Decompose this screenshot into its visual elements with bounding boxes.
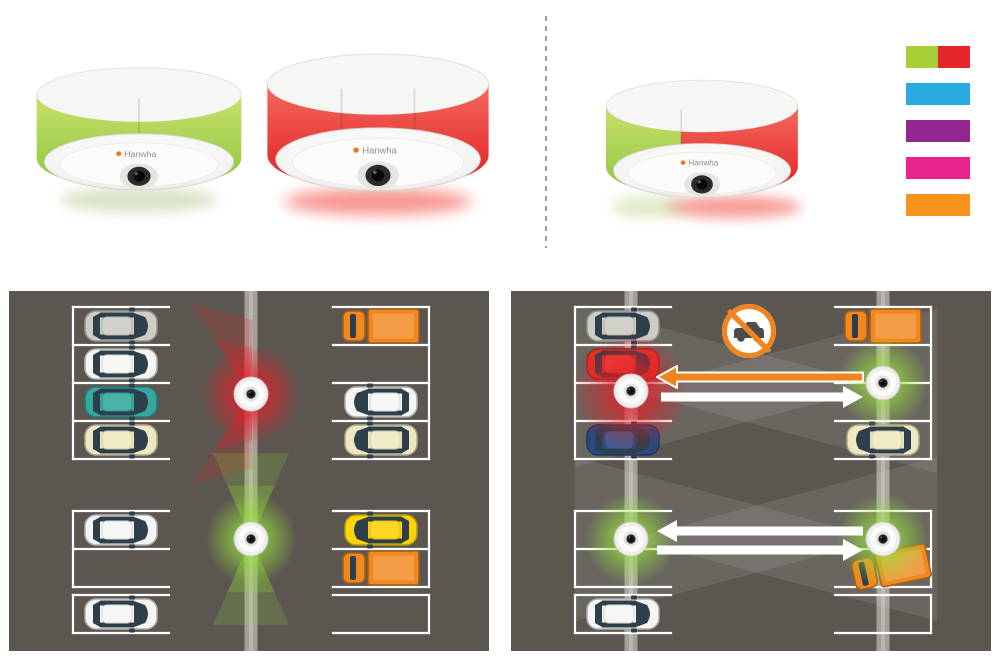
legend-swatch-pink (906, 157, 970, 179)
parking-diagram-left (9, 291, 489, 651)
parking-guidance-camera (233, 521, 269, 557)
no-entry-sign (722, 304, 776, 358)
camera-brand-logo: Hanwha (125, 149, 157, 159)
parked-car (344, 511, 418, 549)
parking-diagram-right (511, 291, 991, 651)
parked-car (84, 383, 158, 421)
camera-split-green-red: Hanwha (598, 68, 806, 233)
camera-brand-logo: Hanwha (688, 159, 718, 168)
camera-view-beam (575, 457, 883, 621)
camera-brand-logo: Hanwha (362, 146, 397, 156)
direction-arrow (657, 539, 863, 561)
camera-occupied-red: Hanwha (258, 40, 498, 232)
legend-swatch-green-red (906, 46, 970, 68)
camera-glow (284, 188, 472, 215)
prohibition-slash-icon (727, 309, 771, 353)
legend-swatch-purple (906, 120, 970, 142)
direction-arrow (656, 365, 864, 389)
parking-guidance-camera (865, 365, 901, 401)
parked-car (84, 307, 158, 345)
parked-truck (342, 308, 420, 344)
camera-available-green: Hanwha (28, 55, 250, 227)
direction-arrow (657, 520, 863, 542)
parked-car (84, 345, 158, 383)
parked-car (84, 511, 158, 549)
parking-guidance-camera (613, 521, 649, 557)
parking-guidance-camera (865, 521, 901, 557)
camera-available-green: Hanwha (36, 67, 242, 212)
prohibition-ring-icon (722, 304, 776, 358)
parked-car (344, 383, 418, 421)
color-legend (906, 46, 970, 216)
camera-glow (59, 188, 219, 212)
camera-split-green-red: Hanwha (605, 79, 802, 219)
parked-truck (844, 308, 922, 344)
legend-swatch-orange (906, 194, 970, 216)
brand-dot-icon (353, 147, 359, 153)
parked-car (84, 421, 158, 459)
parked-truck (342, 550, 420, 586)
legend-swatch-blue (906, 83, 970, 105)
parked-car (344, 421, 418, 459)
brand-dot-icon (116, 151, 122, 157)
parking-lines (331, 305, 431, 635)
camera-top-cap (266, 53, 490, 116)
parking-guidance-camera (613, 373, 649, 409)
parked-car (586, 595, 660, 633)
section-divider (545, 16, 547, 248)
parking-guidance-camera (233, 376, 269, 412)
parking-lines (71, 305, 171, 635)
parked-car (84, 595, 158, 633)
camera-occupied-red: Hanwha (266, 53, 490, 215)
brand-dot-icon (680, 160, 686, 165)
camera-glow (665, 195, 802, 219)
camera-glow (611, 195, 684, 219)
direction-arrow (661, 386, 863, 408)
parking-diagram-single-aisle (9, 291, 489, 651)
parking-diagram-camera-link (511, 291, 991, 651)
camera-top-cap (605, 79, 799, 133)
